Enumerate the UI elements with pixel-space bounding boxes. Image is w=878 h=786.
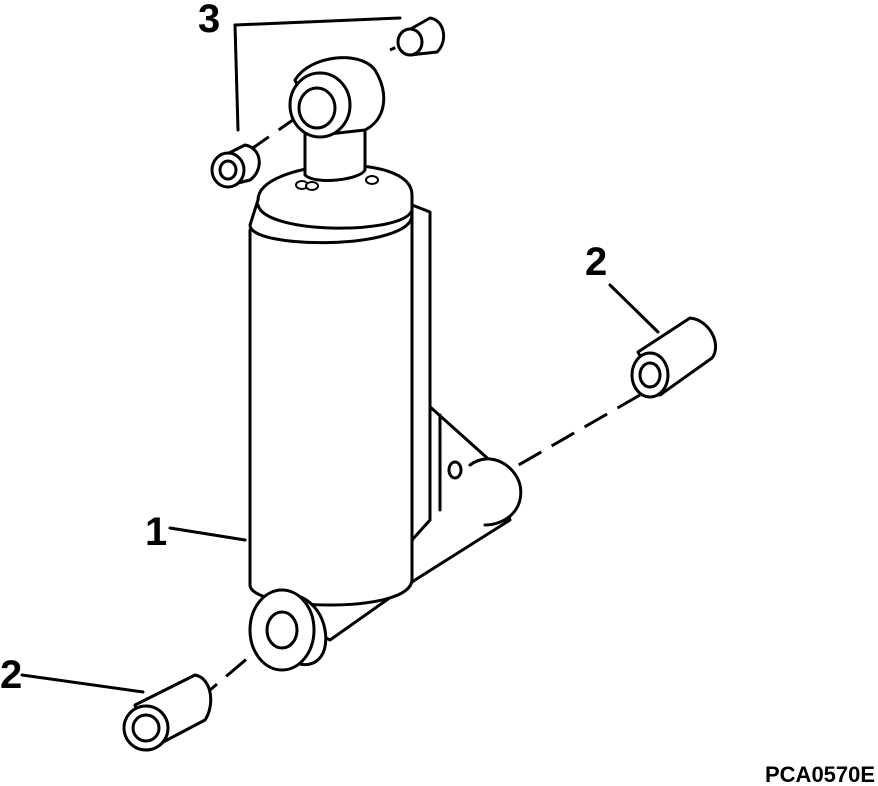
bushing-left <box>122 673 213 752</box>
leader-3-right <box>233 16 402 27</box>
piston-rod-eye <box>288 56 386 182</box>
lower-eye-boss <box>248 588 328 672</box>
figure-code: PCA0570E <box>765 762 875 786</box>
pin-axis-top-left <box>249 113 301 152</box>
callout-3: 3 <box>198 0 220 41</box>
leader-2-left <box>20 673 145 694</box>
leader-3-left <box>233 23 240 132</box>
callout-2-right: 2 <box>585 240 607 284</box>
callout-2-left: 2 <box>0 653 22 697</box>
bushing-top-right <box>396 16 446 57</box>
leader-1 <box>168 526 247 542</box>
pin-axis-right <box>509 393 641 472</box>
callout-1: 1 <box>145 510 167 554</box>
bushing-right <box>630 316 718 399</box>
cylinder-body <box>248 163 432 607</box>
leader-2-right <box>608 283 660 334</box>
bushing-top-left <box>210 143 261 189</box>
